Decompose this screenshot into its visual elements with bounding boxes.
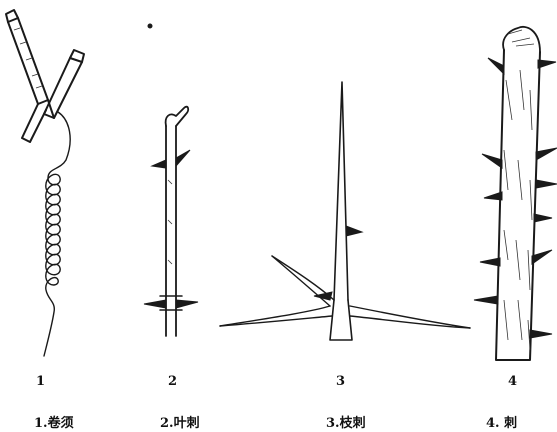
panel-1-number: 1 bbox=[36, 374, 45, 389]
tendril-drawing bbox=[6, 10, 84, 356]
panel-2-number: 2 bbox=[168, 374, 177, 389]
leaf-spine-drawing bbox=[144, 107, 198, 336]
stray-dot bbox=[148, 24, 152, 28]
panel-4-number: 4 bbox=[508, 374, 517, 389]
panel-1-caption: 1.卷须 bbox=[34, 412, 74, 431]
branch-thorn-drawing bbox=[220, 82, 470, 340]
panel-4-caption: 4. 刺 bbox=[486, 412, 517, 431]
prickly-stem-drawing bbox=[474, 27, 557, 360]
panel-3-number: 3 bbox=[336, 374, 345, 389]
panel-3-caption: 3.枝刺 bbox=[326, 412, 366, 431]
panel-2-caption: 2.叶刺 bbox=[160, 412, 200, 431]
